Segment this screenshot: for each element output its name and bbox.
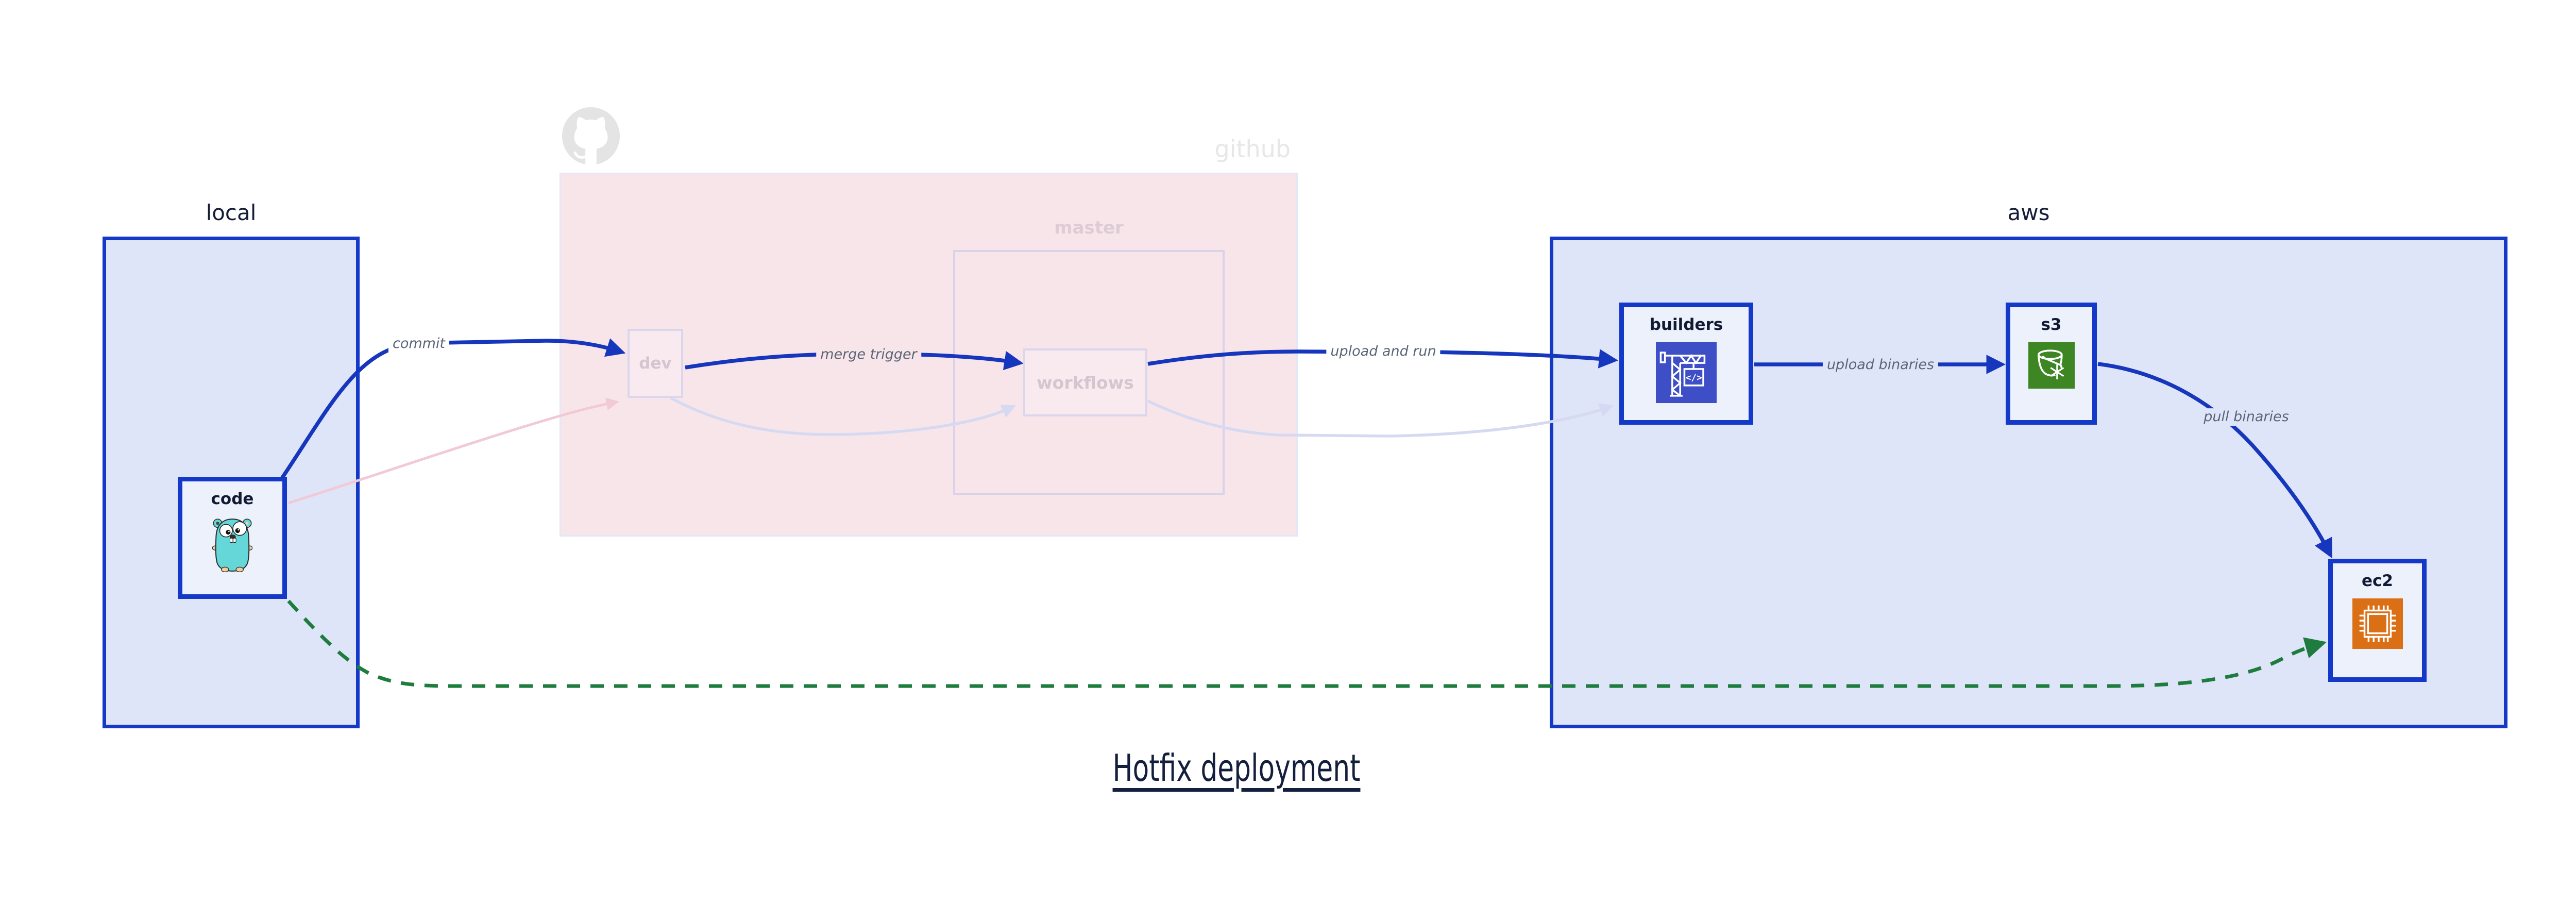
node-s3: s3 (2006, 303, 2097, 425)
edge-code-to-dev-faded (288, 397, 619, 505)
s3-glacier-bucket-icon (2028, 342, 2075, 389)
edge-pull-binaries (2097, 362, 2332, 559)
edge-label-upload-binaries: upload binaries (1822, 356, 1939, 374)
node-builders: builders </> (1619, 303, 1753, 425)
node-s3-label: s3 (2041, 315, 2062, 334)
node-code: code (178, 477, 287, 599)
edge-dev-to-workflows-faded (670, 396, 1016, 436)
region-master (953, 250, 1225, 495)
codebuild-crane-icon: </> (1656, 342, 1717, 403)
diagram-title: Hotfix deployment (1112, 746, 1361, 790)
node-workflows-label: workflows (1037, 372, 1134, 393)
edge-label-merge-trigger: merge trigger (816, 346, 921, 363)
edge-commit (280, 338, 626, 480)
node-dev: dev (628, 329, 683, 398)
node-ec2-label: ec2 (2362, 572, 2393, 590)
region-local-label: local (206, 200, 257, 225)
edge-label-commit: commit (388, 335, 450, 353)
cpu-chip-icon (2352, 598, 2403, 649)
gopher-icon (212, 519, 252, 572)
octocat-icon (562, 107, 620, 166)
edge-label-pull-binaries: pull binaries (2199, 408, 2293, 426)
node-dev-label: dev (639, 354, 672, 373)
region-github-label: github (1214, 135, 1291, 163)
node-ec2: ec2 (2328, 559, 2427, 682)
svg-text:</>: </> (1686, 373, 1702, 383)
node-builders-label: builders (1649, 315, 1723, 334)
node-workflows: workflows (1023, 348, 1147, 416)
region-aws-label: aws (2007, 200, 2050, 225)
edge-hotfix-shortcut (287, 599, 2327, 688)
node-code-label: code (211, 490, 254, 508)
edge-label-upload-and-run: upload and run (1326, 343, 1440, 360)
edge-workflows-to-builders-faded (1147, 399, 1614, 438)
region-master-label: master (1054, 218, 1124, 238)
